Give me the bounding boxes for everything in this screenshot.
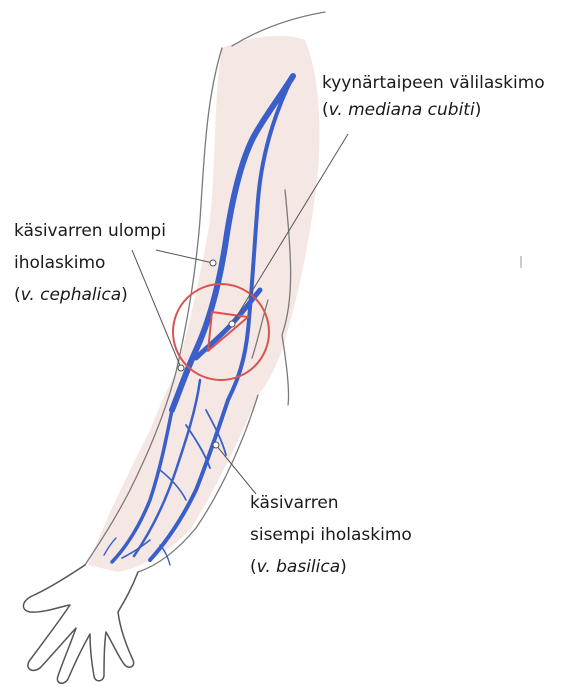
hand-outline bbox=[23, 565, 138, 683]
basilic-label-line1: käsivarren bbox=[250, 493, 339, 513]
median-label-line1: kyynärtaipeen välilaskimo bbox=[322, 73, 545, 93]
median-paren-open: ( bbox=[322, 100, 329, 120]
basilic-paren-close: ) bbox=[340, 557, 347, 577]
label-basilic: käsivarren sisempi iholaskimo (v. basili… bbox=[250, 493, 412, 577]
dot-median bbox=[229, 321, 235, 327]
basilic-latin: v. basilica bbox=[257, 557, 340, 577]
median-label-latin-line: (v. mediana cubiti) bbox=[322, 100, 481, 120]
label-median-cubital: kyynärtaipeen välilaskimo (v. mediana cu… bbox=[322, 73, 545, 120]
dot-basilic bbox=[213, 442, 219, 448]
cephalic-label-line1: käsivarren ulompi bbox=[14, 221, 166, 241]
cephalic-latin: v. cephalica bbox=[21, 285, 121, 305]
basilic-paren-open: ( bbox=[250, 557, 257, 577]
cephalic-label-latin-line: (v. cephalica) bbox=[14, 285, 128, 305]
basilic-label-line2: sisempi iholaskimo bbox=[250, 525, 412, 545]
cephalic-paren-open: ( bbox=[14, 285, 21, 305]
cephalic-label-line2: iholaskimo bbox=[14, 253, 105, 273]
median-latin: v. mediana cubiti bbox=[329, 100, 475, 120]
dot-cephalic-lower bbox=[178, 365, 184, 371]
label-cephalic: käsivarren ulompi iholaskimo (v. cephali… bbox=[14, 221, 166, 305]
hand-shape bbox=[23, 565, 138, 683]
median-paren-close: ) bbox=[475, 100, 482, 120]
basilic-label-latin-line: (v. basilica) bbox=[250, 557, 347, 577]
cephalic-paren-close: ) bbox=[121, 285, 128, 305]
dot-cephalic-upper bbox=[210, 260, 216, 266]
leader-cephalic-lower bbox=[132, 250, 181, 368]
